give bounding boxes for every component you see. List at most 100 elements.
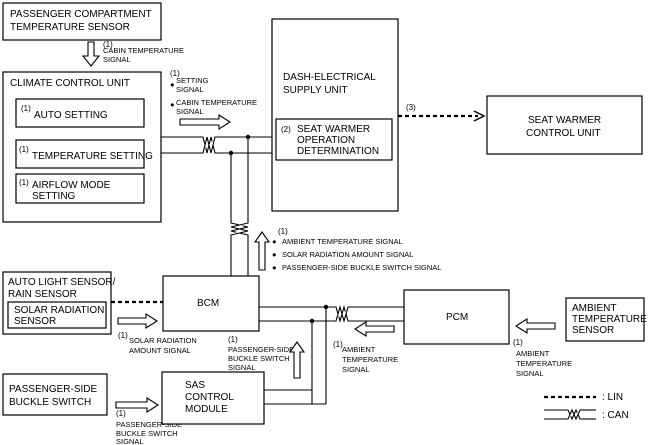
dash-supply-label-1: DASH-ELECTRICAL: [283, 72, 376, 83]
ambient-temp-signal: AMBIENT TEMPERATURE SIGNAL: [282, 237, 403, 246]
pcm-to-bcm-arrow: [353, 320, 395, 338]
legend-can-label: : CAN: [602, 410, 629, 421]
num-airflow-mode: (1): [19, 178, 29, 187]
sas-up-arrow: [288, 341, 306, 379]
auto-light-label-1: AUTO LIGHT SENSOR/: [8, 277, 116, 288]
solar-sensor-box: [7, 301, 107, 329]
can-coil-vertical: [230, 220, 249, 238]
bullet-ambient: ●: [272, 237, 277, 246]
legend: : LIN : CAN: [544, 392, 629, 421]
ambient-sensor-label-3: SENSOR: [572, 325, 614, 336]
bullet-cabin-temp: ●: [170, 100, 175, 109]
ambient-pcm-2: TEMPERATURE: [342, 355, 398, 364]
num-seat-warmer-op: (2): [281, 125, 291, 134]
auto-light-label-2: RAIN SENSOR: [8, 289, 77, 300]
solar-amount2-1: SOLAR RADIATION: [129, 336, 197, 345]
airflow-mode-box: [15, 173, 145, 204]
bcm-label: BCM: [197, 298, 219, 309]
num-lin: (3): [406, 103, 416, 112]
ambient-sensor-sig-3: SIGNAL: [516, 369, 544, 378]
seat-warmer-op-3: DETERMINATION: [297, 146, 379, 157]
pcm-block: PCM: [403, 289, 510, 345]
ambient-sensor-label-1: AMBIENT: [572, 303, 616, 314]
lin-arrow-head: [473, 110, 486, 122]
temperature-setting-label: TEMPERATURE SETTING: [32, 151, 153, 162]
passenger-sensor-label-1: PASSENGER COMPARTMENT: [10, 9, 152, 20]
solar-amount-signal: SOLAR RADIATION AMOUNT SIGNAL: [282, 250, 413, 259]
buckle-bcm-3: SIGNAL: [228, 363, 256, 372]
ambient-sensor-label-2: TEMPERATURE: [572, 314, 647, 325]
dash-supply-label-2: SUPPLY UNIT: [283, 85, 348, 96]
cabin-temp2-signal-1: CABIN TEMPERATURE: [176, 98, 257, 107]
num-buckle-bcm: (1): [228, 335, 238, 344]
buckle-bcm-1: PASSENGER-SIDE: [228, 345, 294, 354]
num-auto-setting: (1): [21, 104, 31, 113]
solar-arrow: [117, 312, 159, 330]
auto-setting-label: AUTO SETTING: [34, 110, 108, 121]
setting-signal-1: SETTING: [176, 76, 209, 85]
can-coil-climate: [200, 136, 217, 154]
climate-control-unit-label: CLIMATE CONTROL UNIT: [10, 78, 130, 89]
bullet-buckle: ●: [272, 263, 277, 272]
buckle-sas-1: PASSENGER-SIDE: [116, 420, 182, 429]
seat-warmer-op-1: SEAT WARMER: [297, 124, 370, 135]
num-temperature-setting: (1): [19, 145, 29, 154]
sas-label-2: CONTROL: [185, 392, 234, 403]
climate-to-dash-arrow: [179, 113, 232, 131]
num-ambient-pcm: (1): [333, 340, 343, 349]
num-solar: (1): [118, 331, 128, 340]
pcm-label: PCM: [446, 312, 468, 323]
buckle-sas-3: SIGNAL: [116, 437, 144, 445]
seat-warmer-op-2: OPERATION: [297, 135, 355, 146]
buckle-sas-2: BUCKLE SWITCH: [116, 429, 178, 438]
num-ambient-sensor: (1): [513, 338, 523, 347]
sas-label-3: MODULE: [185, 404, 228, 415]
dash-electrical-supply-unit-block: DASH-ELECTRICAL SUPPLY UNIT (2) SEAT WAR…: [271, 18, 399, 212]
seat-warmer-op-box: [275, 118, 393, 161]
auto-light-sensor-block: AUTO LIGHT SENSOR/ RAIN SENSOR SOLAR RAD…: [2, 271, 116, 335]
cabin-temp2-signal-2: SIGNAL: [176, 107, 204, 116]
sas-control-module-block: SAS CONTROL MODULE: [161, 371, 265, 425]
cabin-temp-signal-1: CABIN TEMPERATURE: [103, 46, 184, 55]
bullet-setting: ●: [170, 80, 175, 89]
ambient-to-pcm-arrow: [514, 317, 556, 335]
cabin-temp-signal-2: SIGNAL: [103, 55, 131, 64]
solar-sensor-label-2: SENSOR: [14, 316, 56, 327]
ambient-sensor-block: AMBIENT TEMPERATURE SENSOR: [565, 297, 647, 342]
temperature-setting-box: [15, 139, 145, 169]
seat-warmer-unit-2: CONTROL UNIT: [526, 128, 601, 139]
seat-warmer-control-unit-block: SEAT WARMER CONTROL UNIT: [486, 95, 643, 155]
bullet-solar: ●: [272, 250, 277, 259]
ambient-sensor-sig-1: AMBIENT: [516, 349, 550, 358]
buckle-switch-block: PASSENGER-SIDE BUCKLE SWITCH: [2, 373, 108, 416]
buckle-switch-label-1: PASSENGER-SIDE: [9, 384, 97, 395]
buckle-to-sas-arrow: [115, 396, 160, 414]
sas-label-1: SAS: [185, 380, 205, 391]
buckle-switch-label-2: BUCKLE SWITCH: [9, 397, 91, 408]
buckle-bcm-2: BUCKLE SWITCH: [228, 354, 290, 363]
buckle-switch-signal: PASSENGER-SIDE BUCKLE SWITCH SIGNAL: [282, 263, 441, 272]
solar-amount2-2: AMOUNT SIGNAL: [129, 346, 191, 355]
bcm-up-arrow: [253, 231, 271, 271]
num-setting-signal: (1): [170, 69, 180, 78]
climate-control-unit-block: CLIMATE CONTROL UNIT (1) AUTO SETTING (1…: [2, 71, 162, 223]
legend-lin-label: : LIN: [602, 392, 623, 403]
num-cabin-temp: (1): [103, 40, 113, 49]
num-bcm-signals: (1): [278, 227, 288, 236]
cabin-temp-arrow: [81, 41, 101, 67]
setting-signal-2: SIGNAL: [176, 85, 204, 94]
can-coil-bcm-pcm: [333, 304, 351, 324]
ambient-pcm-3: SIGNAL: [342, 365, 370, 374]
num-buckle-sas: (1): [116, 409, 126, 418]
seat-warmer-unit-1: SEAT WARMER: [528, 115, 601, 126]
solar-sensor-label-1: SOLAR RADIATION: [14, 305, 104, 316]
airflow-mode-label-1: AIRFLOW MODE: [32, 180, 111, 191]
ambient-pcm-1: AMBIENT: [342, 345, 376, 354]
ambient-sensor-sig-2: TEMPERATURE: [516, 359, 572, 368]
airflow-mode-label-2: SETTING: [32, 191, 76, 202]
bcm-block: BCM: [162, 275, 260, 332]
legend-can-coil-b: [566, 408, 582, 421]
passenger-compartment-sensor-block: PASSENGER COMPARTMENT TEMPERATURE SENSOR: [2, 2, 162, 41]
auto-setting-box: [15, 98, 145, 128]
